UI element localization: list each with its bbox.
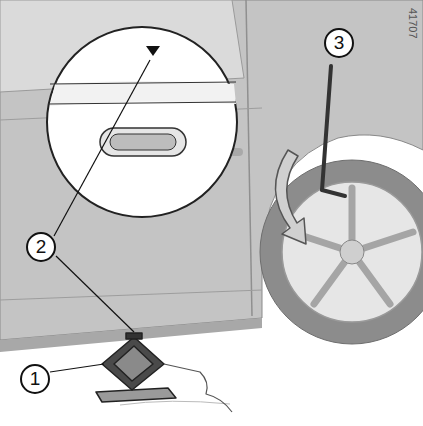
leader-line [50, 364, 104, 372]
callout-number: 3 [324, 28, 354, 58]
wheel-rim [282, 182, 422, 322]
leader-line [54, 60, 150, 236]
wheel-hub [340, 240, 364, 264]
callout-number: 1 [20, 364, 50, 394]
jack-mark-triangle [146, 46, 160, 56]
turn-arrow [275, 150, 306, 244]
inset-circle [47, 27, 237, 217]
wheel-brace [322, 66, 331, 190]
wheel-brace [322, 190, 345, 196]
callout-number: 2 [26, 232, 56, 262]
ground-shadow [120, 401, 230, 405]
door-edge [246, 0, 252, 316]
scissor-jack [96, 333, 232, 412]
reference-number: 41707 [407, 8, 419, 39]
inset-crease [50, 82, 236, 84]
inset-crease [48, 102, 236, 104]
inset-handle-grip [110, 134, 176, 150]
inset-handle [100, 128, 186, 156]
leader-line [56, 256, 134, 332]
body-crease [0, 290, 262, 300]
wheel-spokes [291, 188, 413, 304]
